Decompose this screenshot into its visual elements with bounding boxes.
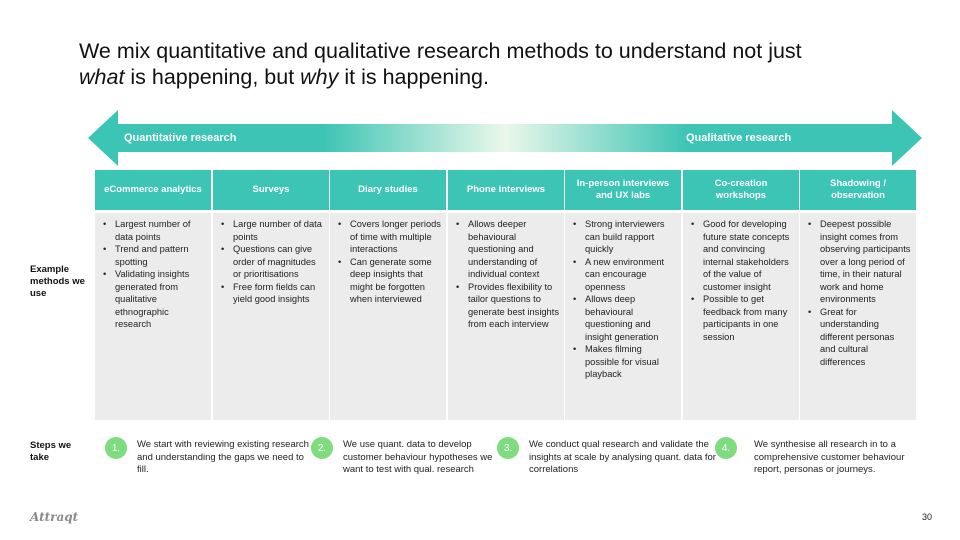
bullet-item: Large number of data points (217, 218, 325, 243)
column-body: Strong interviewers can build rapport qu… (565, 213, 681, 420)
bullet-item: Questions can give order of magnitudes o… (217, 243, 325, 281)
bullet-item: Validating insights generated from quali… (99, 268, 207, 331)
title-emphasis-why: why (300, 65, 339, 89)
research-spectrum-arrow (88, 110, 922, 166)
bullet-item: A new environment can encourage openness (569, 256, 677, 294)
bullet-item: Largest number of data points (99, 218, 207, 243)
column-header: Diary studies (330, 170, 446, 210)
step-number-badge: 3. (497, 437, 519, 459)
bullet-item: Provides flexibility to tailor questions… (452, 281, 560, 331)
step-number-badge: 4. (715, 437, 737, 459)
column-header: Co-creation workshops (683, 170, 799, 210)
step-text: We use quant. data to develop customer b… (343, 439, 493, 475)
column-header: Phone interviews (448, 170, 564, 210)
slide-title: We mix quantitative and qualitative rese… (79, 38, 899, 90)
title-line-1: We mix quantitative and qualitative rese… (79, 39, 802, 63)
method-column-diary-studies: Diary studies Covers longer periods of t… (330, 170, 446, 420)
column-header: eCommerce analytics (95, 170, 211, 210)
column-body: Large number of data points Questions ca… (213, 213, 329, 420)
bullet-item: Possible to get feedback from many parti… (687, 293, 795, 343)
step-text: We start with reviewing existing researc… (137, 439, 309, 475)
title-emphasis-what: what (79, 65, 125, 89)
bullet-item: Free form fields can yield good insights (217, 281, 325, 306)
step-number-badge: 2. (311, 437, 333, 459)
methods-row-label: Example methods we use (30, 264, 85, 299)
page-number: 30 (922, 512, 933, 522)
title-middle: is happening, but (124, 65, 301, 89)
bullet-item: Trend and pattern spotting (99, 243, 207, 268)
bullet-item: Allows deep behavioural questioning and … (569, 293, 677, 343)
method-column-surveys: Surveys Large number of data points Ques… (213, 170, 329, 420)
method-column-shadowing-observation: Shadowing / observation Deepest possible… (800, 170, 916, 420)
method-column-co-creation-workshops: Co-creation workshops Good for developin… (683, 170, 799, 420)
qualitative-label: Qualitative research (686, 132, 792, 144)
method-column-phone-interviews: Phone interviews Allows deeper behaviour… (448, 170, 564, 420)
column-body: Largest number of data points Trend and … (95, 213, 211, 420)
method-column-ecommerce-analytics: eCommerce analytics Largest number of da… (95, 170, 211, 420)
step-text: We synthesise all research in to a compr… (754, 439, 905, 475)
steps-row-label: Steps we take (30, 440, 72, 463)
bullet-item: Deepest possible insight comes from obse… (804, 218, 912, 306)
attraqt-logo: Attraqt (30, 510, 79, 524)
column-body: Good for developing future state concept… (683, 213, 799, 420)
bullet-item: Great for understanding different person… (804, 306, 912, 369)
arrow-shape (88, 110, 922, 166)
bullet-item: Makes filming possible for visual playba… (569, 343, 677, 381)
quantitative-label: Quantitative research (124, 132, 237, 144)
column-body: Covers longer periods of time with multi… (330, 213, 446, 420)
method-column-in-person-interviews: In-person interviews and UX labs Strong … (565, 170, 681, 420)
column-header: Shadowing / observation (800, 170, 916, 210)
bullet-item: Allows deeper behavioural questioning an… (452, 218, 560, 281)
column-body: Deepest possible insight comes from obse… (800, 213, 916, 420)
column-header: Surveys (213, 170, 329, 210)
bullet-item: Good for developing future state concept… (687, 218, 795, 293)
title-end: it is happening. (338, 65, 489, 89)
bullet-item: Covers longer periods of time with multi… (334, 218, 442, 256)
bullet-item: Can generate some deep insights that mig… (334, 256, 442, 306)
column-header: In-person interviews and UX labs (565, 170, 681, 210)
bullet-item: Strong interviewers can build rapport qu… (569, 218, 677, 256)
step-text: We conduct qual research and validate th… (529, 439, 716, 475)
column-body: Allows deeper behavioural questioning an… (448, 213, 564, 420)
step-number-badge: 1. (105, 437, 127, 459)
